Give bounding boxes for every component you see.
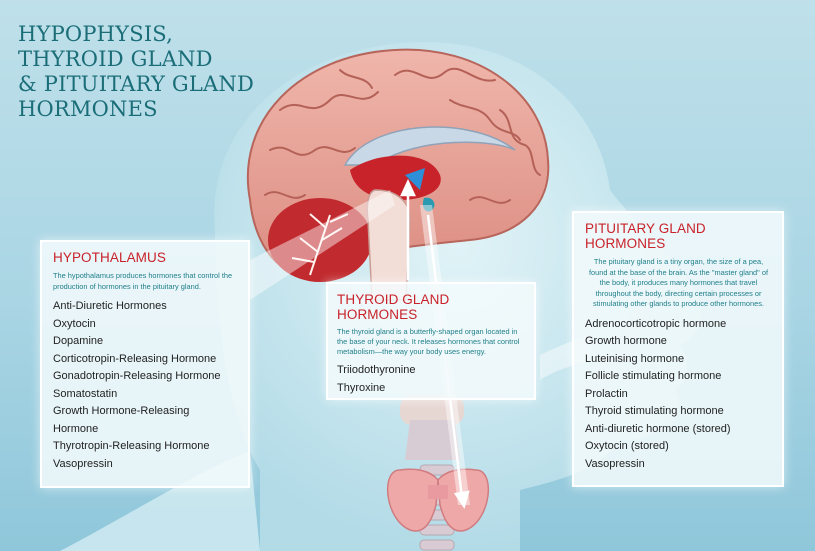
list-item: Thyrotropin-Releasing Hormone [53,440,210,452]
list-item: Vasopressin [585,457,645,470]
thyroid-hormone-list: Triiodothyronine Thyroxine [337,362,524,397]
cerebellum [268,198,372,282]
title-line: HYPOPHYSIS, [18,22,174,46]
list-item: Hormone [53,422,99,435]
thyroid-gland [386,468,490,532]
list-item: Somatostatin [53,387,118,400]
hypothalamus-description: The hypothalamus produces hormones that … [53,271,233,291]
thyroid-description: The thyroid gland is a butterfly-shaped … [337,327,520,356]
list-item: Growth hormone [585,335,667,347]
hypothalamus-hormone-list: Anti-Diuretic Hormones Oxytocin Dopamine… [53,298,238,473]
title-line: THYROID GLAND [18,47,213,71]
list-item: Prolactin [585,387,628,400]
list-item: Thyroid stimulating hormone [585,405,724,417]
title-line: HORMONES [18,97,158,121]
title-line: & PITUITARY GLAND [18,72,255,96]
list-item: Anti-Diuretic Hormones [53,300,167,312]
thyroid-heading: THYROID GLAND HORMONES [337,292,450,322]
list-item: Vasopressin [53,457,113,470]
list-item: Triiodothyronine [337,364,416,376]
corpus-callosum [343,126,516,166]
brain-inner-region [350,155,441,200]
hypothalamus-panel: HYPOTHALAMUS The hypothalamus produces h… [40,240,250,488]
pituitary-gland [422,197,435,212]
list-item: Dopamine [53,335,104,347]
list-item: Growth Hormone-Releasing [53,405,190,417]
list-item: Anti-diuretic hormone (stored) [585,422,731,435]
thyroid-panel: THYROID GLAND HORMONES The thyroid gland… [326,282,536,400]
pituitary-panel: PITUITARY GLAND HORMONES The pituitary g… [572,211,784,487]
list-item: Thyroxine [337,381,386,394]
list-item: Luteinising hormone [585,352,685,365]
page-title: HYPOPHYSIS, THYROID GLAND & PITUITARY GL… [18,22,254,122]
list-item: Corticotropin-Releasing Hormone [53,352,217,365]
list-item: Oxytocin [53,317,96,330]
hypothalamus-heading: HYPOTHALAMUS [53,250,166,265]
list-item: Follicle stimulating hormone [585,370,722,382]
list-item: Gonadotropin-Releasing Hormone [53,370,221,382]
list-item: Adrenocorticotropic hormone [585,317,727,330]
hypothalamus-area [405,168,425,190]
pituitary-heading: PITUITARY GLAND HORMONES [585,221,706,251]
pituitary-description: The pituitary gland is a tiny organ, the… [588,257,769,308]
list-item: Oxytocin (stored) [585,440,669,452]
pituitary-hormone-list: Adrenocorticotropic hormone Growth hormo… [585,316,772,474]
